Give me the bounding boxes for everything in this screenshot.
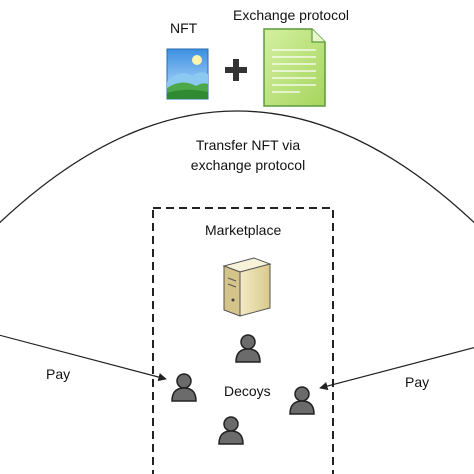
person-icon (289, 386, 315, 415)
marketplace-box (152, 207, 334, 474)
decoys-label: Decoys (224, 383, 271, 399)
pay-right-label: Pay (405, 374, 430, 390)
server-icon (222, 257, 272, 317)
exchange-protocol-label: Exchange protocol (233, 7, 349, 23)
pay-left-arrow (0, 334, 167, 382)
plus-icon (225, 59, 247, 81)
landscape-image-icon (166, 48, 209, 100)
nft-label: NFT (170, 20, 198, 36)
document-icon (263, 28, 326, 107)
transfer-arc (0, 110, 474, 224)
transfer-label: Transfer NFT via exchange protocol (190, 137, 306, 173)
pay-right-arrow (319, 346, 474, 391)
pay-left-label: Pay (46, 366, 71, 382)
marketplace-label: Marketplace (205, 222, 282, 238)
person-icon (171, 373, 197, 402)
person-icon (235, 334, 261, 363)
person-icon (218, 416, 244, 445)
